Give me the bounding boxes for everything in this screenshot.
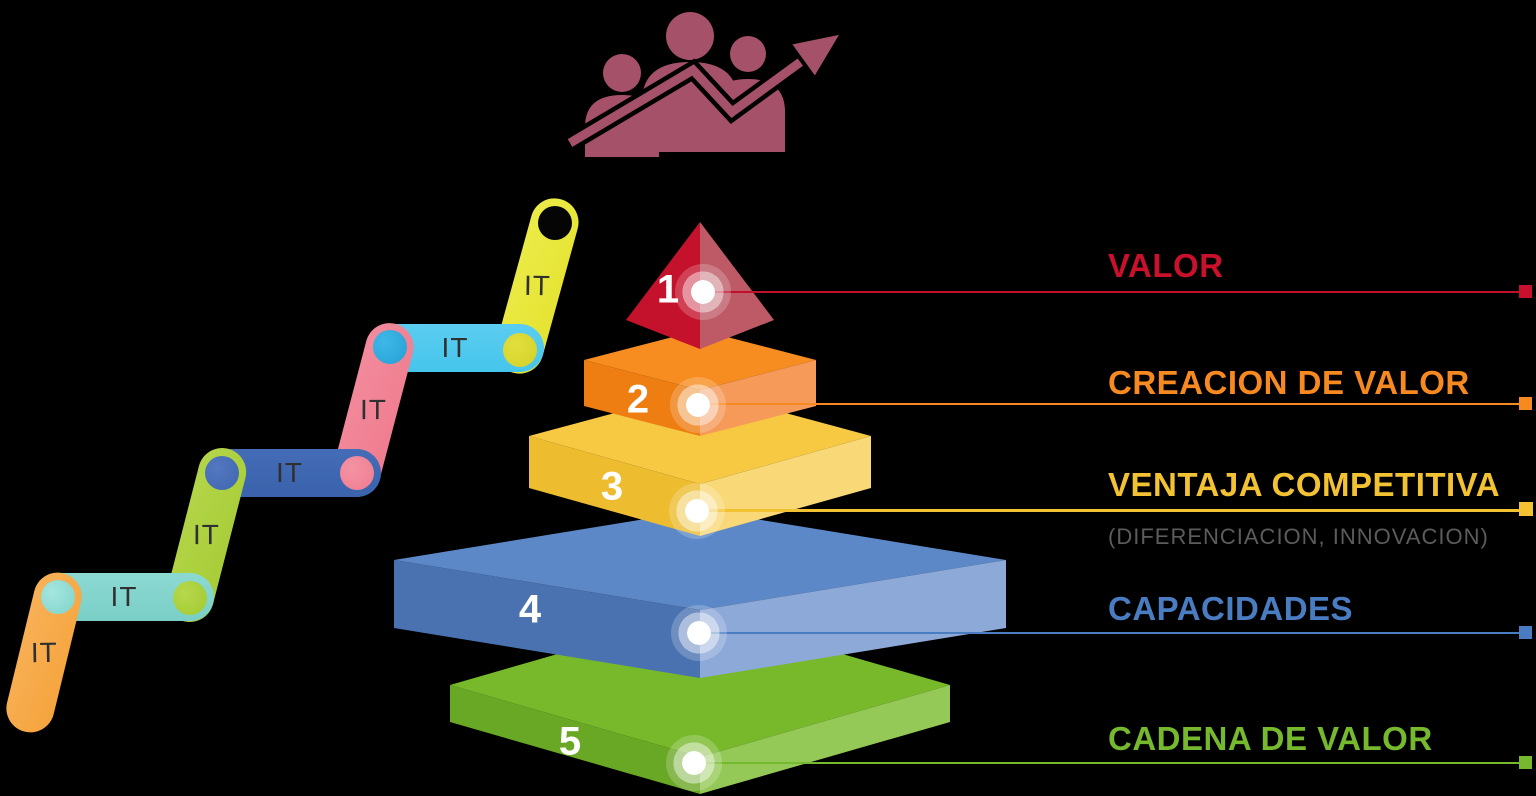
trend-arrow-shaft	[567, 54, 809, 147]
level-4-number: 4	[518, 587, 542, 632]
level-1-connector-line	[703, 291, 1519, 293]
level-1-anchor-dot	[675, 264, 731, 320]
level-4-right-face	[700, 560, 1006, 678]
people-growth-arrow-icon	[565, 12, 848, 157]
level-5-number: 5	[558, 719, 582, 764]
level-4-label: CAPACIDADES	[1108, 590, 1354, 627]
level-3-left-face	[529, 436, 700, 536]
chain-joint-disc	[205, 456, 239, 490]
level-3-number: 3	[600, 464, 624, 509]
trend-arrow-head	[785, 29, 848, 83]
level-5-connector-endpoint	[1519, 756, 1532, 769]
it-label: IT	[276, 457, 303, 488]
level-5-connector-line	[694, 762, 1519, 764]
level-3-connector-line	[697, 509, 1519, 512]
level-3-connector-endpoint	[1519, 502, 1533, 516]
level-5-right-face	[700, 685, 950, 794]
chain-joint-disc	[173, 581, 207, 615]
it-label: IT	[359, 393, 387, 426]
it-label: IT	[110, 581, 138, 612]
level-5-anchor-dot	[666, 735, 722, 791]
level-2-number: 2	[626, 377, 650, 422]
level-4-anchor-dot	[671, 605, 727, 661]
level-1-label: VALOR	[1108, 247, 1224, 284]
it-label: IT	[192, 518, 220, 551]
it-label: IT	[30, 636, 58, 668]
chain-joint-disc	[503, 333, 537, 367]
person-head-left	[603, 54, 641, 92]
chain-joint-disc	[41, 580, 75, 614]
level-2-connector-line	[698, 403, 1519, 405]
person-head-right	[730, 36, 766, 72]
pyramid-3d	[394, 222, 1006, 794]
level-5-label: CADENA DE VALOR	[1108, 720, 1433, 757]
level-5-left-face	[450, 685, 700, 794]
it-label: IT	[441, 332, 469, 363]
level-1-number: 1	[656, 267, 680, 312]
chain-joint-hole	[538, 206, 572, 240]
level-2-label: CREACION DE VALOR	[1108, 364, 1470, 401]
level-2-anchor-dot	[670, 377, 726, 433]
level-2-left-face	[584, 360, 700, 436]
level-3-label: VENTAJA COMPETITIVA	[1108, 466, 1501, 503]
level-1-connector-endpoint	[1519, 285, 1532, 298]
chain-joint-disc	[340, 456, 374, 490]
chain-joint-disc	[373, 330, 407, 364]
level-4-connector-line	[699, 632, 1519, 634]
person-head-center	[666, 12, 714, 60]
level-2-right-face	[700, 360, 816, 436]
it-label: IT	[523, 269, 551, 302]
level-4-connector-endpoint	[1519, 626, 1532, 639]
level-3-sublabel: (DIFERENCIACION, INNOVACION)	[1108, 524, 1489, 549]
level-1-left-face	[626, 222, 700, 349]
level-3-anchor-dot	[669, 483, 725, 539]
level-1-right-face	[700, 222, 774, 349]
level-2-connector-endpoint	[1519, 397, 1532, 410]
level-4-left-face	[394, 560, 700, 678]
